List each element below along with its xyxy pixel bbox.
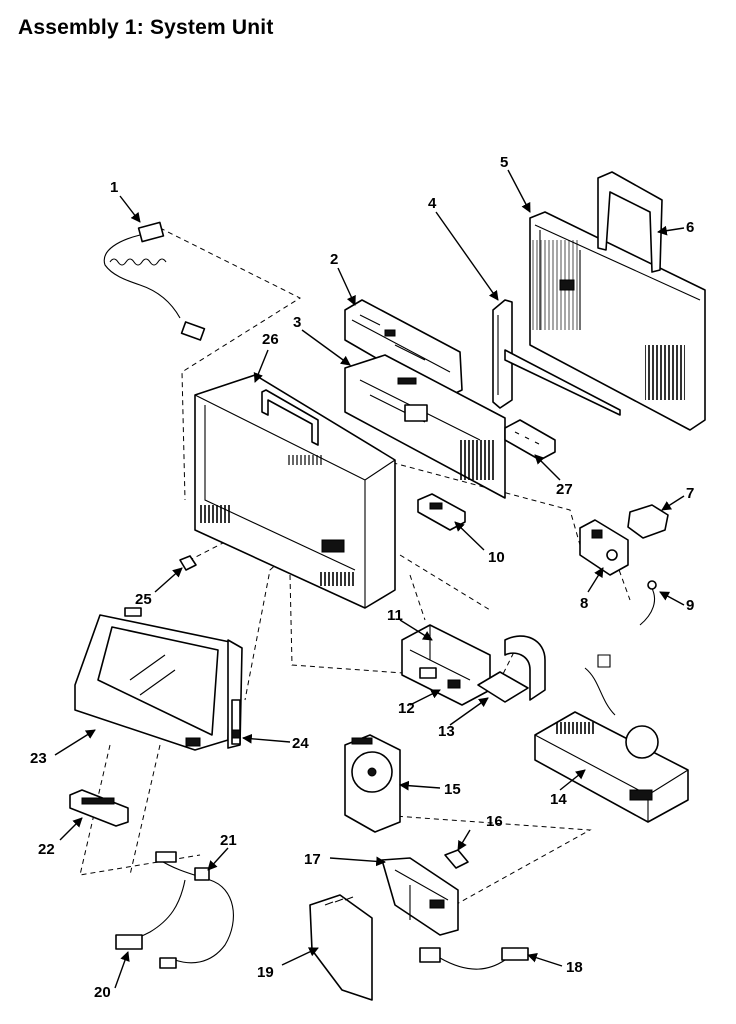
part-23-display [74, 607, 243, 751]
callout-6: 6 [686, 219, 694, 236]
callout-15: 15 [444, 781, 461, 798]
callout-20: 20 [94, 984, 111, 1001]
callout-numbers: 1 2 3 4 5 6 7 8 9 10 11 12 13 14 15 16 1… [30, 154, 694, 1001]
part-14-power-supply [534, 654, 689, 823]
callout-5: 5 [500, 154, 508, 171]
callout-13: 13 [438, 723, 455, 740]
callout-11: 11 [387, 607, 403, 624]
part-2-expansion-board [344, 299, 463, 399]
part-4-rail-bracket [492, 299, 513, 409]
part-25-screw [179, 555, 197, 571]
callout-1: 1 [110, 179, 118, 196]
callout-7: 7 [686, 485, 694, 502]
part-10-bracket [417, 493, 466, 531]
part-5-rear-frame [504, 211, 706, 431]
callout-23: 23 [30, 750, 47, 767]
callout-25: 25 [135, 591, 152, 608]
callout-17: 17 [304, 851, 321, 868]
part-20-21-display-cables [115, 851, 234, 969]
callout-3: 3 [293, 314, 301, 331]
callout-16: 16 [486, 813, 503, 830]
callout-24: 24 [292, 735, 309, 752]
callout-2: 2 [330, 251, 338, 268]
callout-4: 4 [428, 195, 437, 212]
part-26-housing [194, 374, 396, 609]
callout-26: 26 [262, 331, 279, 348]
part-13-ribbon-cable [477, 635, 546, 703]
callout-9: 9 [686, 597, 694, 614]
page-title: Assembly 1: System Unit [18, 16, 274, 39]
callout-8: 8 [580, 595, 588, 612]
part-17-drive-frame [381, 857, 459, 936]
part-7-cover-block [627, 504, 669, 539]
part-1-coiled-cable [103, 221, 206, 341]
part-18-cable [419, 947, 529, 970]
part-22-connector [69, 789, 129, 827]
part-15-drive [344, 734, 401, 833]
part-11-drive-bracket [401, 624, 491, 706]
part-24-hinge [231, 699, 241, 745]
callout-18: 18 [566, 959, 583, 976]
callout-leaders [54, 169, 685, 989]
part-6-stand [597, 171, 663, 273]
part-19-cover [309, 894, 373, 1001]
callout-27: 27 [556, 481, 573, 498]
part-16-clip [444, 849, 469, 869]
part-8-switch-assembly [579, 519, 629, 576]
callout-21: 21 [220, 832, 237, 849]
part-27-connector-strip [504, 419, 556, 461]
part-9-clip [639, 580, 657, 626]
callout-14: 14 [550, 791, 567, 808]
part-3-system-board [344, 354, 506, 499]
callout-19: 19 [257, 964, 274, 981]
callout-12: 12 [398, 700, 415, 717]
callout-10: 10 [488, 549, 505, 566]
callout-22: 22 [38, 841, 55, 858]
